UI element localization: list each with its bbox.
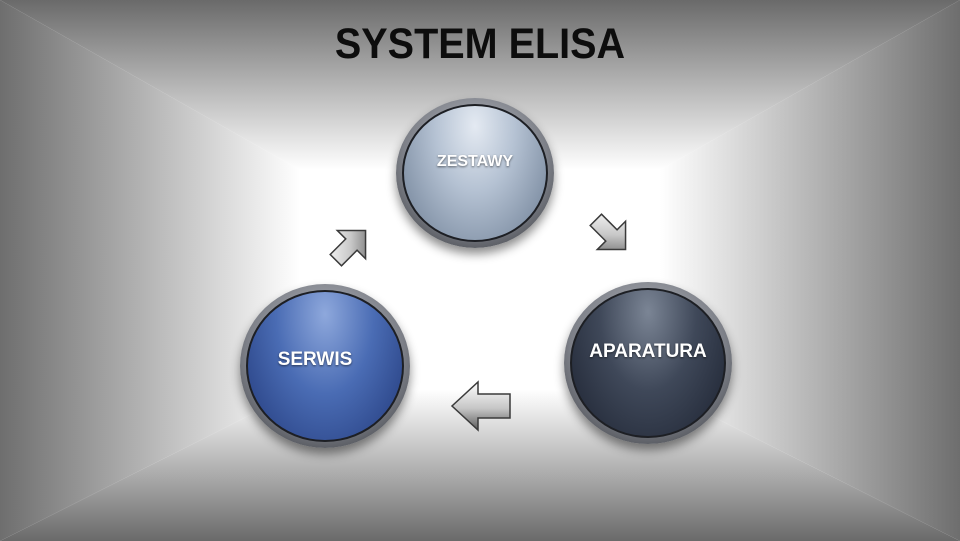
- arrow-up-right-icon: [329, 229, 367, 267]
- diagram-title: SYSTEM ELISA: [334, 20, 626, 68]
- arrow-down-right-icon: [589, 213, 627, 251]
- node-face: [570, 288, 726, 438]
- node-face: [402, 104, 548, 242]
- node-zestawy: ZESTAWY: [396, 98, 554, 248]
- node-label-zestawy: ZESTAWY: [436, 153, 514, 170]
- node-label-serwis: SERWIS: [277, 349, 353, 370]
- node-aparatura: APARATURA: [564, 282, 732, 444]
- node-face: [246, 290, 404, 442]
- node-serwis: SERWIS: [240, 284, 410, 448]
- node-label-aparatura: APARATURA: [589, 341, 707, 362]
- arrow-left-icon: [450, 380, 511, 432]
